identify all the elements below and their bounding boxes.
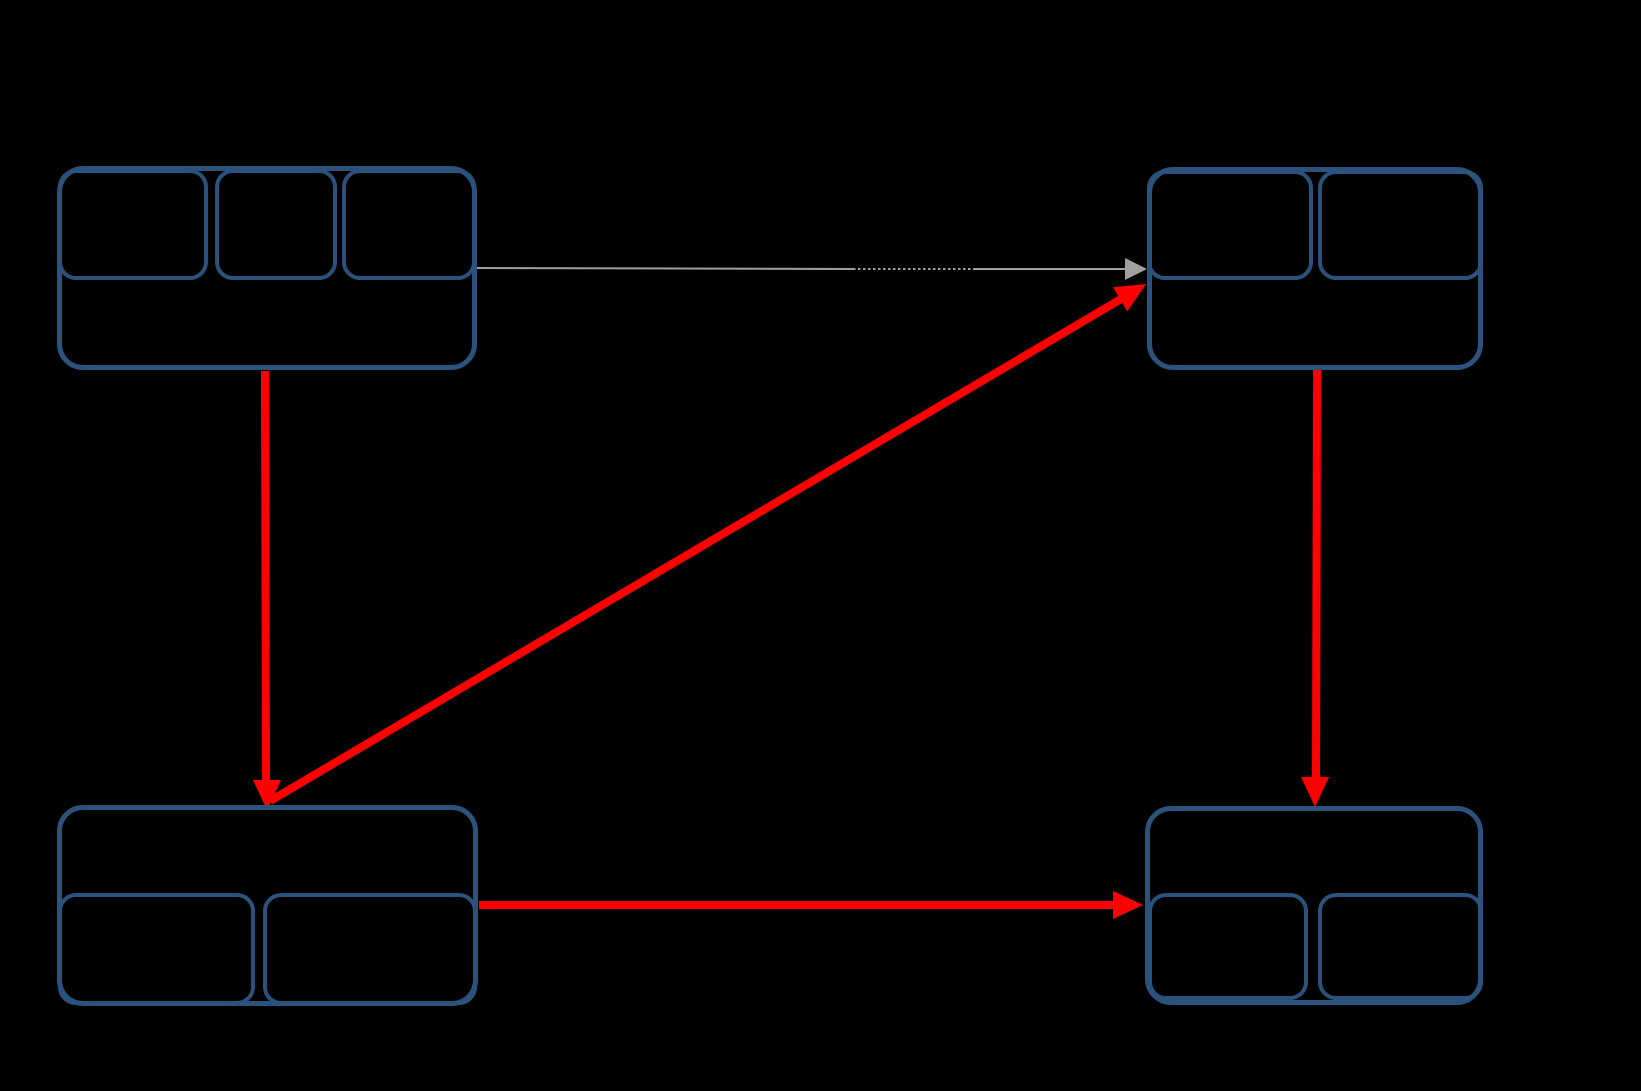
connector-bottomleft-to-topright-segment-1 [267, 295, 1124, 805]
top-right-compartment-2 [1318, 170, 1483, 280]
top-right-compartment-1 [1147, 170, 1313, 280]
bottom-right-compartment-2 [1318, 893, 1483, 1000]
connector-topleft-to-topright-arrowhead [1125, 258, 1147, 280]
connector-topright-to-bottomright-segment-1 [1312, 369, 1321, 780]
connector-topleft-to-bottomleft-segment-1 [261, 370, 270, 783]
connector-bottomleft-to-bottomright-arrowhead [1113, 891, 1143, 919]
connector-topright-to-bottomright-arrowhead [1301, 777, 1329, 807]
bottom-left-compartment-2 [263, 893, 477, 1005]
connector-topleft-to-topright-segment-1 [476, 267, 854, 270]
bottom-left-compartment-1 [58, 893, 255, 1005]
bottom-right-compartment-1 [1148, 893, 1308, 1000]
top-left-compartment-3 [342, 169, 476, 280]
top-left-compartment-1 [58, 169, 208, 280]
top-left-compartment-2 [215, 169, 337, 280]
